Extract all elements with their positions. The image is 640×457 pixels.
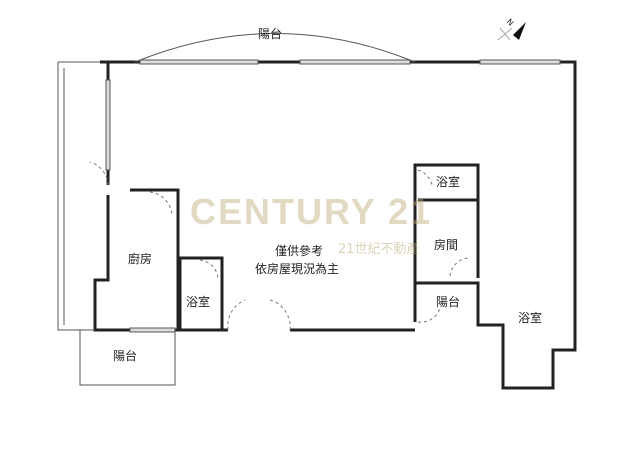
room-kitchen: 廚房 bbox=[128, 252, 153, 266]
door-swings bbox=[89, 161, 471, 331]
room-bath-right-top: 浴室 bbox=[436, 175, 461, 189]
room-bedroom: 房間 bbox=[434, 238, 459, 252]
room-balcony-top: 陽台 bbox=[258, 27, 283, 41]
compass-icon bbox=[497, 22, 526, 41]
room-balcony-right: 陽台 bbox=[436, 295, 461, 309]
thin-lines bbox=[57, 33, 561, 386]
room-bath-left: 浴室 bbox=[186, 295, 211, 309]
room-balcony-bottom: 陽台 bbox=[113, 349, 138, 363]
watermark-logo: CENTURY 21 bbox=[190, 191, 433, 232]
watermark-sub: 21世紀不動產 bbox=[338, 242, 420, 257]
note-reference-only: 僅供參考 bbox=[275, 244, 324, 258]
room-bath-right: 浴室 bbox=[518, 311, 543, 325]
note-actual-condition: 依房屋現況為主 bbox=[255, 262, 340, 276]
